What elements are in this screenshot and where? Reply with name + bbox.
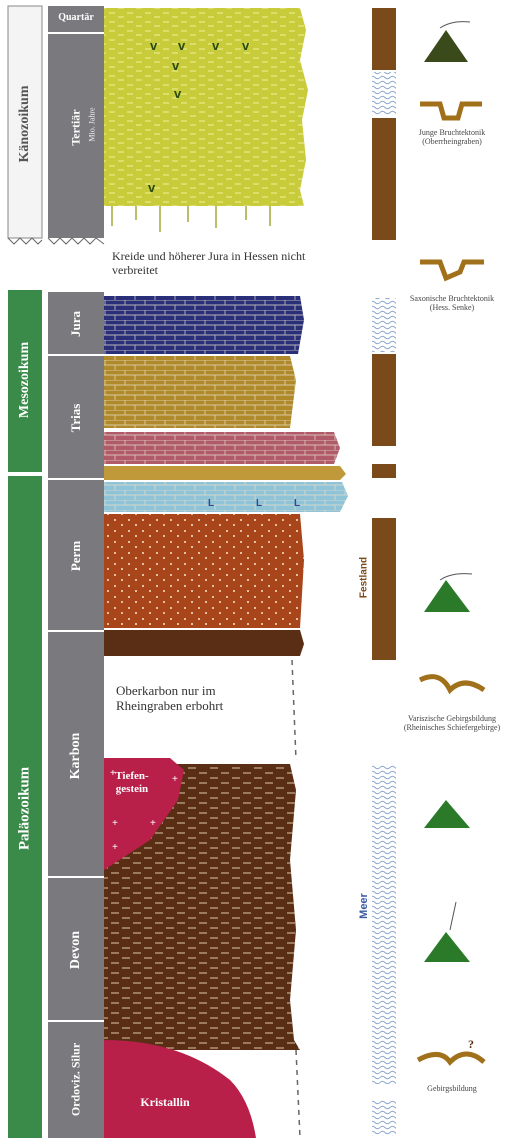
volcano-smoke-icon bbox=[450, 902, 456, 930]
annotation-kristallin: Kristallin bbox=[120, 1096, 210, 1110]
period-label-karbon: Karbon bbox=[68, 706, 84, 806]
env-label-meer: Meer bbox=[358, 876, 370, 936]
volcano-smoke-icon bbox=[440, 574, 472, 580]
volcano-icon bbox=[424, 580, 470, 612]
era-break-top bbox=[8, 238, 42, 244]
layer-tertiary-pattern bbox=[104, 8, 308, 206]
svg-text:+: + bbox=[112, 818, 118, 829]
svg-text:v: v bbox=[242, 38, 250, 53]
env-label-festland: Festland bbox=[359, 548, 370, 608]
svg-text:+: + bbox=[172, 774, 178, 785]
env-land-1 bbox=[372, 8, 396, 70]
env-sea-3 bbox=[372, 764, 396, 1084]
volcano-icon bbox=[424, 800, 470, 828]
env-land-5 bbox=[372, 518, 396, 660]
svg-text:L: L bbox=[256, 498, 262, 509]
svg-text:v: v bbox=[150, 38, 158, 53]
env-sea-2 bbox=[372, 298, 396, 352]
layer-perm-pattern bbox=[104, 514, 304, 628]
layer-trias-base bbox=[104, 466, 346, 480]
env-sea-1 bbox=[372, 72, 396, 116]
folding-icon bbox=[420, 677, 484, 690]
era-label-palaeozoikum: Paläozoikum bbox=[17, 744, 34, 874]
env-land-4 bbox=[372, 464, 396, 478]
period-label-mio-jahre: Mio. Jahre bbox=[88, 85, 97, 165]
period-label-perm: Perm bbox=[68, 516, 84, 596]
period-label-tertiaer: Tertiär bbox=[69, 88, 84, 168]
period-label-quartaer: Quartär bbox=[51, 12, 101, 23]
env-land-3 bbox=[372, 354, 396, 446]
layer-perm-base bbox=[104, 630, 304, 656]
period-label-jura: Jura bbox=[68, 284, 84, 364]
event-variszische: Variszische Gebirgsbildung (Rheinisches … bbox=[400, 714, 504, 732]
env-land-2 bbox=[372, 118, 396, 240]
graben-icon bbox=[420, 104, 482, 118]
annotation-kreide: Kreide und höherer Jura in Hessen nicht … bbox=[112, 250, 312, 278]
layer-trias-red-pattern bbox=[104, 432, 340, 464]
period-label-ordoviz-silur: Ordoviz. Silur bbox=[69, 1030, 84, 1130]
volcano-icon bbox=[424, 30, 468, 62]
svg-text:+: + bbox=[150, 818, 156, 829]
volcano-icon bbox=[424, 932, 470, 962]
env-sea-4 bbox=[372, 1100, 396, 1136]
question-mark: ? bbox=[468, 1037, 474, 1051]
layer-kristallin bbox=[104, 1040, 256, 1138]
annotation-tiefengestein: Tiefen-gestein bbox=[106, 770, 158, 795]
layer-jura-pattern bbox=[104, 296, 304, 354]
event-gebirgsbildung: Gebirgsbildung bbox=[405, 1084, 499, 1093]
layer-zechstein-pattern bbox=[104, 482, 348, 512]
svg-text:v: v bbox=[212, 38, 220, 53]
svg-text:v: v bbox=[148, 180, 156, 195]
svg-text:L: L bbox=[208, 498, 214, 509]
folding-icon bbox=[418, 1054, 484, 1062]
svg-text:v: v bbox=[174, 86, 182, 101]
svg-text:+: + bbox=[112, 842, 118, 853]
svg-text:L: L bbox=[294, 498, 300, 509]
volcano-smoke-icon bbox=[440, 22, 470, 28]
layer-trias-pattern bbox=[104, 356, 296, 428]
era-label-kaenozoikum: Känozoikum bbox=[17, 59, 33, 189]
period-break-top bbox=[48, 238, 104, 244]
svg-text:v: v bbox=[178, 38, 186, 53]
bruch-icon bbox=[420, 262, 484, 278]
svg-text:v: v bbox=[172, 58, 180, 73]
era-label-mesozoikum: Mesozoikum bbox=[17, 315, 33, 445]
event-junge-bruchtektonik: Junge Bruchtektonik (Oberrheingraben) bbox=[405, 128, 499, 146]
event-saxonische: Saxonische Bruchtektonik (Hess. Senke) bbox=[405, 294, 499, 312]
period-label-devon: Devon bbox=[68, 910, 84, 990]
tertiary-drips bbox=[112, 206, 270, 232]
annotation-oberkarbon: Oberkarbon nur im Rheingraben erbohrt bbox=[116, 684, 236, 714]
period-label-trias: Trias bbox=[68, 378, 84, 458]
